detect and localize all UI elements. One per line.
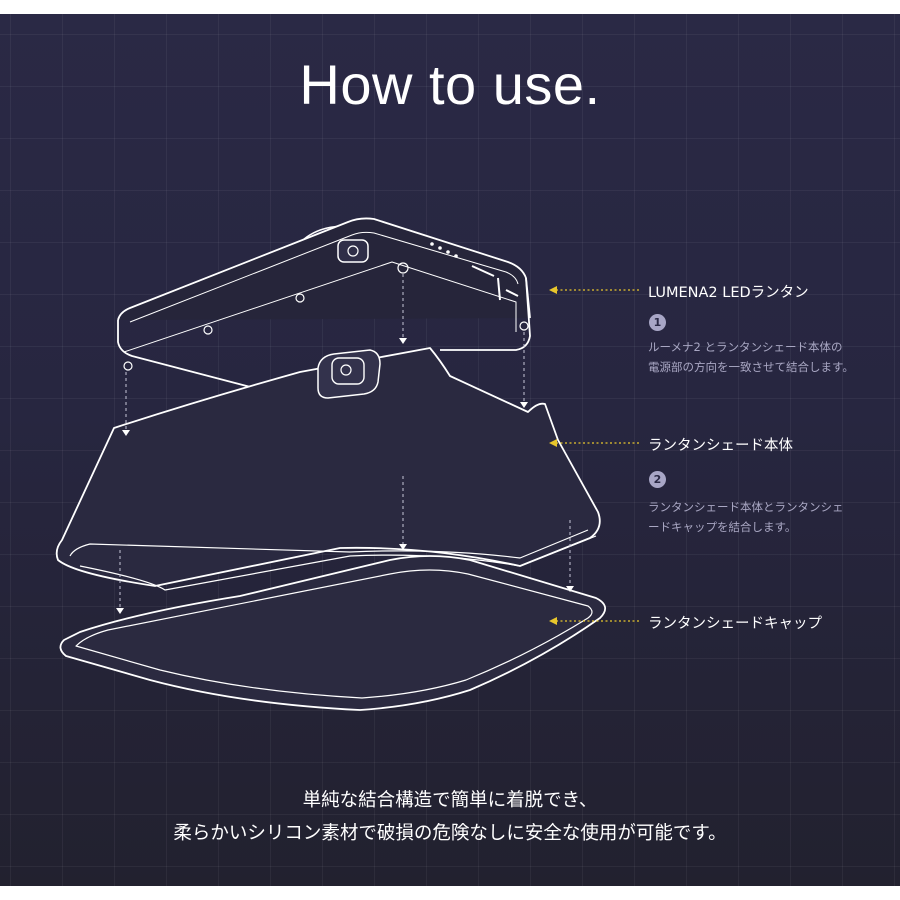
arrow-down-icon	[566, 586, 574, 592]
shade-cap-illustration	[59, 555, 606, 711]
lantern-top-face	[117, 217, 531, 321]
page-title: How to use.	[299, 53, 601, 116]
label-lantern: LUMENA2 LEDランタン	[648, 285, 809, 301]
led-indicator-icon	[438, 246, 442, 250]
screw-icon	[123, 361, 133, 371]
caption-line-1: 単純な結合構造で簡単に着脱でき、	[302, 790, 598, 811]
shade-body-rim	[69, 529, 589, 559]
shade-power-button-icon	[331, 357, 365, 385]
screw-icon	[397, 262, 409, 274]
assembly-guides	[119, 274, 571, 608]
label-shade-body: ランタンシェード本体	[648, 438, 793, 454]
arrow-left-icon	[549, 286, 557, 294]
leader-arrowheads	[549, 286, 557, 625]
lantern-right-side	[440, 277, 531, 351]
arrow-left-icon	[549, 439, 557, 447]
led-indicator-icon	[430, 242, 434, 246]
power-button-icon	[337, 239, 369, 263]
caption-line-2: 柔らかいシリコン素材で破損の危険なしに安全な使用が可能です。	[173, 823, 727, 844]
lantern-top-rim	[129, 231, 519, 323]
arrow-down-icon	[399, 338, 407, 344]
shade-cap-inner-rim	[75, 569, 593, 699]
arrow-down-icon	[122, 430, 130, 436]
shade-body-shell	[55, 347, 601, 587]
lantern-bottom-rim	[123, 261, 517, 353]
screw-icon	[519, 321, 529, 331]
step-2-line-2: ードキャップを結合します。	[648, 520, 797, 534]
step-2-description: ランタンシェード本体とランタンシェ ードキャップを結合します。	[648, 497, 844, 537]
step-2-line-1: ランタンシェード本体とランタンシェ	[648, 500, 844, 514]
arrow-down-icon	[399, 544, 407, 550]
step-number-2: 2	[649, 471, 666, 488]
lantern-illustration	[117, 217, 531, 401]
screw-icon	[203, 325, 213, 335]
leader-lines	[556, 289, 640, 622]
shade-cap-outer	[59, 555, 606, 711]
led-indicator-icon	[446, 250, 450, 254]
arrow-down-icon	[116, 608, 124, 614]
step-1-line-1: ルーメナ2 とランタンシェード本体の	[648, 340, 843, 354]
lantern-front-edge	[117, 320, 301, 401]
arrow-down-icon	[520, 402, 528, 408]
label-shade-cap: ランタンシェードキャップ	[648, 616, 822, 632]
shade-power-symbol-icon	[340, 364, 352, 376]
arrow-left-icon	[549, 617, 557, 625]
power-symbol-icon	[347, 245, 359, 257]
screw-icon	[295, 293, 305, 303]
led-indicator-icon	[454, 254, 458, 258]
step-1-description: ルーメナ2 とランタンシェード本体の 電源部の方向を一致させて結合します。	[648, 337, 854, 377]
caption: 単純な結合構造で簡単に着脱でき、 柔らかいシリコン素材で破損の危険なしに安全な使…	[0, 784, 900, 850]
shade-body-illustration	[55, 347, 601, 591]
step-number-1: 1	[649, 314, 666, 331]
side-port-icon	[471, 265, 519, 301]
step-1-line-2: 電源部の方向を一致させて結合します。	[648, 360, 854, 374]
guide-arrowheads	[116, 338, 574, 614]
shade-body-rim-inner	[79, 535, 597, 591]
